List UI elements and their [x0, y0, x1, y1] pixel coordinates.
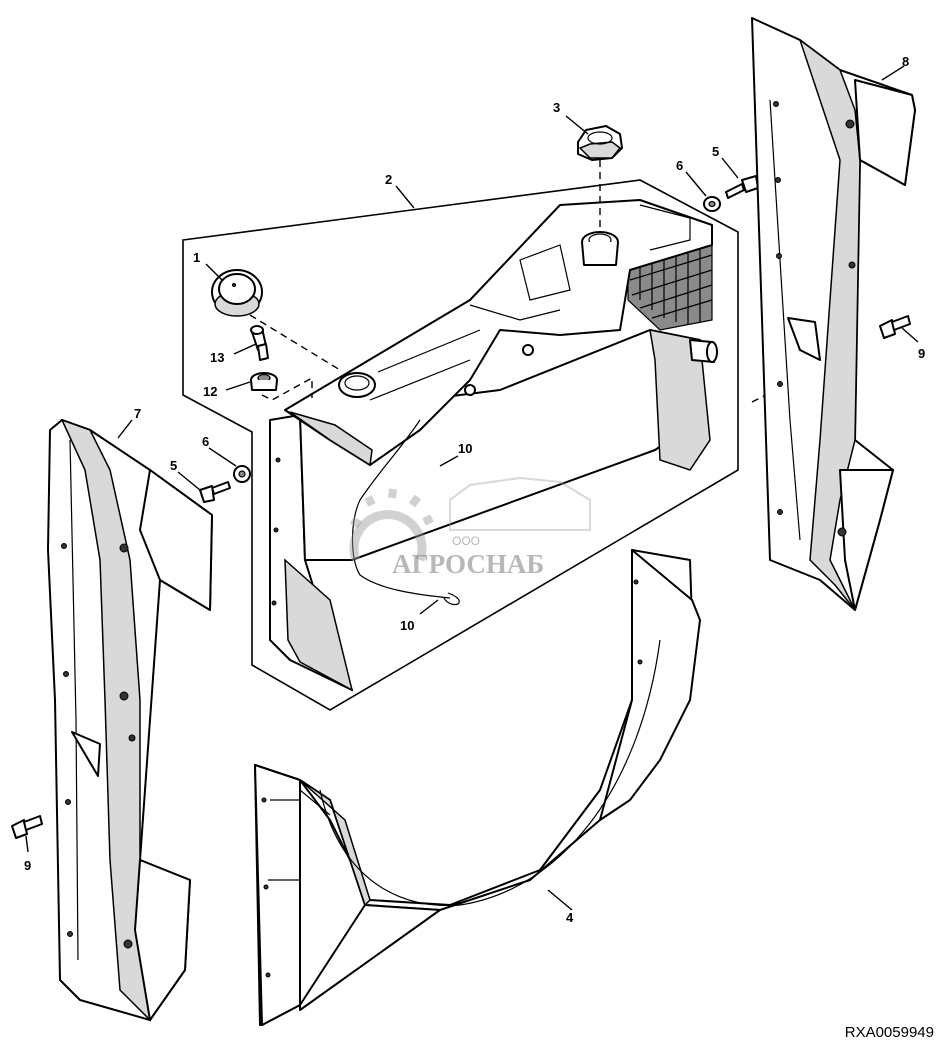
radiator-cap-1: [211, 269, 263, 317]
callout-10-lower: 10: [400, 618, 414, 633]
assembly-line-cap-1: [249, 314, 341, 371]
callout-4: 4: [566, 910, 574, 925]
callout-13: 13: [210, 350, 224, 365]
watermark-company-name: АГРОСНАБ: [392, 549, 544, 579]
company-watermark: ООО АГРОСНАБ: [349, 476, 591, 579]
assembly-frame-2: [182, 179, 739, 711]
callout-1: 1: [193, 250, 200, 265]
grommet-12: [250, 372, 278, 391]
callout-5-right: 5: [712, 144, 719, 159]
callout-9-left: 9: [24, 858, 31, 873]
callout-12: 12: [203, 384, 217, 399]
side-shroud-left-7: [47, 418, 213, 1022]
fan-shroud-lower-4: [254, 549, 701, 1026]
washer-6-left: [233, 465, 251, 483]
callout-7: 7: [134, 406, 141, 421]
callout-6-left: 6: [202, 434, 209, 449]
callout-2: 2: [385, 172, 392, 187]
gear-logo-icon: [349, 510, 427, 562]
callout-3: 3: [553, 100, 560, 115]
assembly-line-grommet: [261, 376, 313, 401]
bolt-9-right: [879, 315, 911, 339]
level-sensor-13: [250, 325, 269, 361]
callouts: 1 2 3 4 5 5 6 6 7 8 9 9 10 10 12 13: [24, 54, 925, 925]
callout-5-left: 5: [170, 458, 177, 473]
hose-10: [351, 419, 451, 599]
harvester-logo-icon: [449, 476, 591, 531]
tank-cap-3: [577, 125, 623, 161]
watermark-company-form: ООО: [452, 534, 480, 548]
deaeration-tank: [284, 199, 713, 467]
callout-6-right: 6: [676, 158, 683, 173]
bolt-5-left: [199, 481, 231, 503]
callout-10-upper: 10: [458, 441, 472, 456]
figure-code: RXA0059949: [845, 1024, 934, 1041]
bolt-9-left: [11, 815, 43, 839]
callout-8: 8: [902, 54, 909, 69]
side-shroud-right-8: [751, 17, 916, 611]
washer-6-right: [703, 196, 721, 212]
leader-lines: [25, 65, 919, 911]
callout-9-right: 9: [918, 346, 925, 361]
bolt-5-right: [725, 175, 759, 199]
